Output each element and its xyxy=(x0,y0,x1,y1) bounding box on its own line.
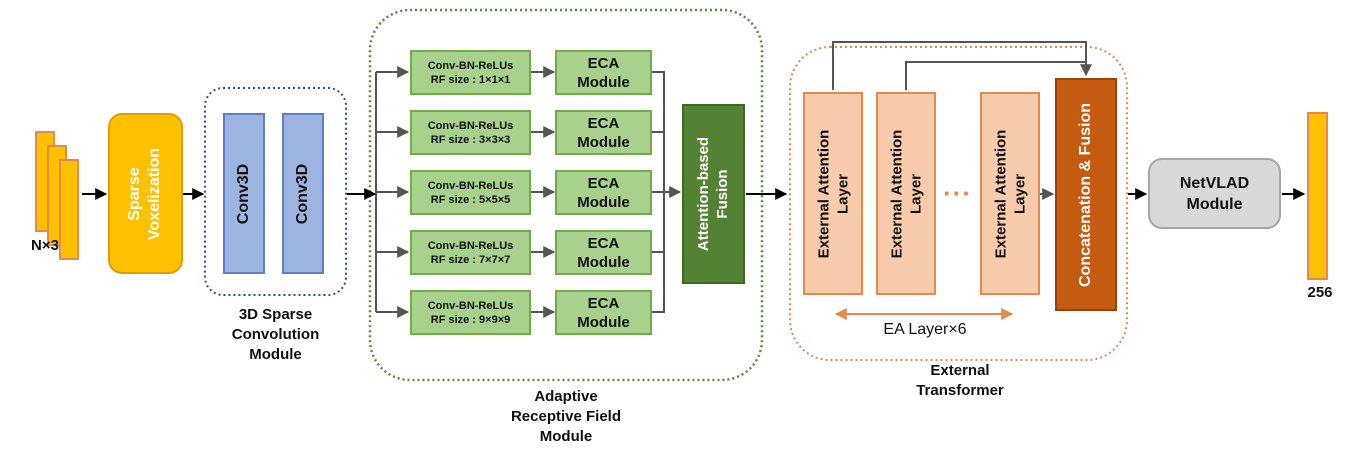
sparse-voxelization-block: Sparse Voxelization xyxy=(108,113,183,274)
ea-ellipsis: ··· xyxy=(943,178,972,208)
attention-fusion-block: Attention-based Fusion xyxy=(682,104,745,284)
eca-line2: Module xyxy=(577,73,630,91)
eca-merge-5 xyxy=(652,192,665,313)
ea-layer-3: External Attention Layer xyxy=(980,92,1040,295)
eca-line2: Module xyxy=(577,133,630,151)
rf-block-4: Conv-BN-ReLUs RF size : 7×7×7 xyxy=(410,230,531,275)
fusion-line1: Attention-based xyxy=(695,136,713,252)
input-feature-stack-3 xyxy=(59,159,79,260)
eca-line1: ECA xyxy=(587,54,620,72)
eca-line2: Module xyxy=(577,313,630,331)
rf-block-5: Conv-BN-ReLUs RF size : 9×9×9 xyxy=(410,290,531,335)
ea-layer-2: External Attention Layer xyxy=(876,92,936,295)
external-transformer-boundary xyxy=(789,46,1128,361)
sparse-voxelization-line2: Voxelization xyxy=(146,147,164,240)
netvlad-line2: Module xyxy=(1186,195,1243,213)
ea-layer-1: External Attention Layer xyxy=(803,92,863,295)
eca-block-3: ECA Module xyxy=(555,170,652,215)
conv3d-block-1: Conv3D xyxy=(223,113,265,274)
external-transformer-title: External Transformer xyxy=(916,362,1004,399)
arf-module-boundary xyxy=(368,8,764,382)
rf-size-label: RF size : 7×7×7 xyxy=(430,253,511,266)
conv3d-label-1: Conv3D xyxy=(235,163,253,224)
output-descriptor xyxy=(1307,112,1328,280)
ea-line2: Layer xyxy=(907,173,924,214)
eca-block-4: ECA Module xyxy=(555,230,652,275)
eca-block-1: ECA Module xyxy=(555,50,652,95)
rf-block-title: Conv-BN-ReLUs xyxy=(427,119,514,132)
ea-repeat-label: EA Layer×6 xyxy=(883,321,967,338)
netvlad-line1: NetVLAD xyxy=(1179,174,1250,192)
concat-fusion-label: Concatenation & Fusion xyxy=(1077,102,1094,287)
conv3d-label-2: Conv3D xyxy=(294,163,312,224)
ea-line1: External Attention xyxy=(888,129,905,258)
output-size-label: 256 xyxy=(1307,284,1333,301)
sparse-conv-module-title: 3D Sparse Convolution Module xyxy=(231,306,320,363)
concat-fusion-block: Concatenation & Fusion xyxy=(1055,78,1117,311)
rf-block-3: Conv-BN-ReLUs RF size : 5×5×5 xyxy=(410,170,531,215)
ea-line1: External Attention xyxy=(992,129,1009,258)
rf-block-2: Conv-BN-ReLUs RF size : 3×3×3 xyxy=(410,110,531,155)
skip-connection-1 xyxy=(832,41,1092,90)
eca-line1: ECA xyxy=(587,294,620,312)
sparse-voxelization-line1: Sparse xyxy=(126,166,144,221)
conv3d-block-2: Conv3D xyxy=(282,113,324,274)
eca-line1: ECA xyxy=(587,114,620,132)
input-size-label: N×3 xyxy=(31,237,59,254)
rf-size-label: RF size : 5×5×5 xyxy=(430,193,511,206)
rf-size-label: RF size : 1×1×1 xyxy=(430,73,511,86)
ea-line2: Layer xyxy=(1011,173,1028,214)
eca-block-2: ECA Module xyxy=(555,110,652,155)
ea-line1: External Attention xyxy=(815,129,832,258)
skip-connection-2 xyxy=(905,61,1086,90)
eca-merge-1 xyxy=(652,71,665,192)
netvlad-block: NetVLAD Module xyxy=(1148,158,1281,229)
ea-line2: Layer xyxy=(834,173,851,214)
eca-line1: ECA xyxy=(587,174,620,192)
rf-block-title: Conv-BN-ReLUs xyxy=(427,179,514,192)
rf-size-label: RF size : 3×3×3 xyxy=(430,133,511,146)
eca-line1: ECA xyxy=(587,234,620,252)
rf-block-title: Conv-BN-ReLUs xyxy=(427,59,514,72)
rf-size-label: RF size : 9×9×9 xyxy=(430,313,511,326)
arf-module-title: Adaptive Receptive Field Module xyxy=(510,388,622,445)
sparse-conv-module-boundary xyxy=(204,87,347,296)
eca-block-5: ECA Module xyxy=(555,290,652,335)
rf-block-title: Conv-BN-ReLUs xyxy=(427,299,514,312)
rf-block-title: Conv-BN-ReLUs xyxy=(427,239,514,252)
eca-line2: Module xyxy=(577,253,630,271)
eca-line2: Module xyxy=(577,193,630,211)
rf-block-1: Conv-BN-ReLUs RF size : 1×1×1 xyxy=(410,50,531,95)
fusion-line2: Fusion xyxy=(714,169,732,219)
